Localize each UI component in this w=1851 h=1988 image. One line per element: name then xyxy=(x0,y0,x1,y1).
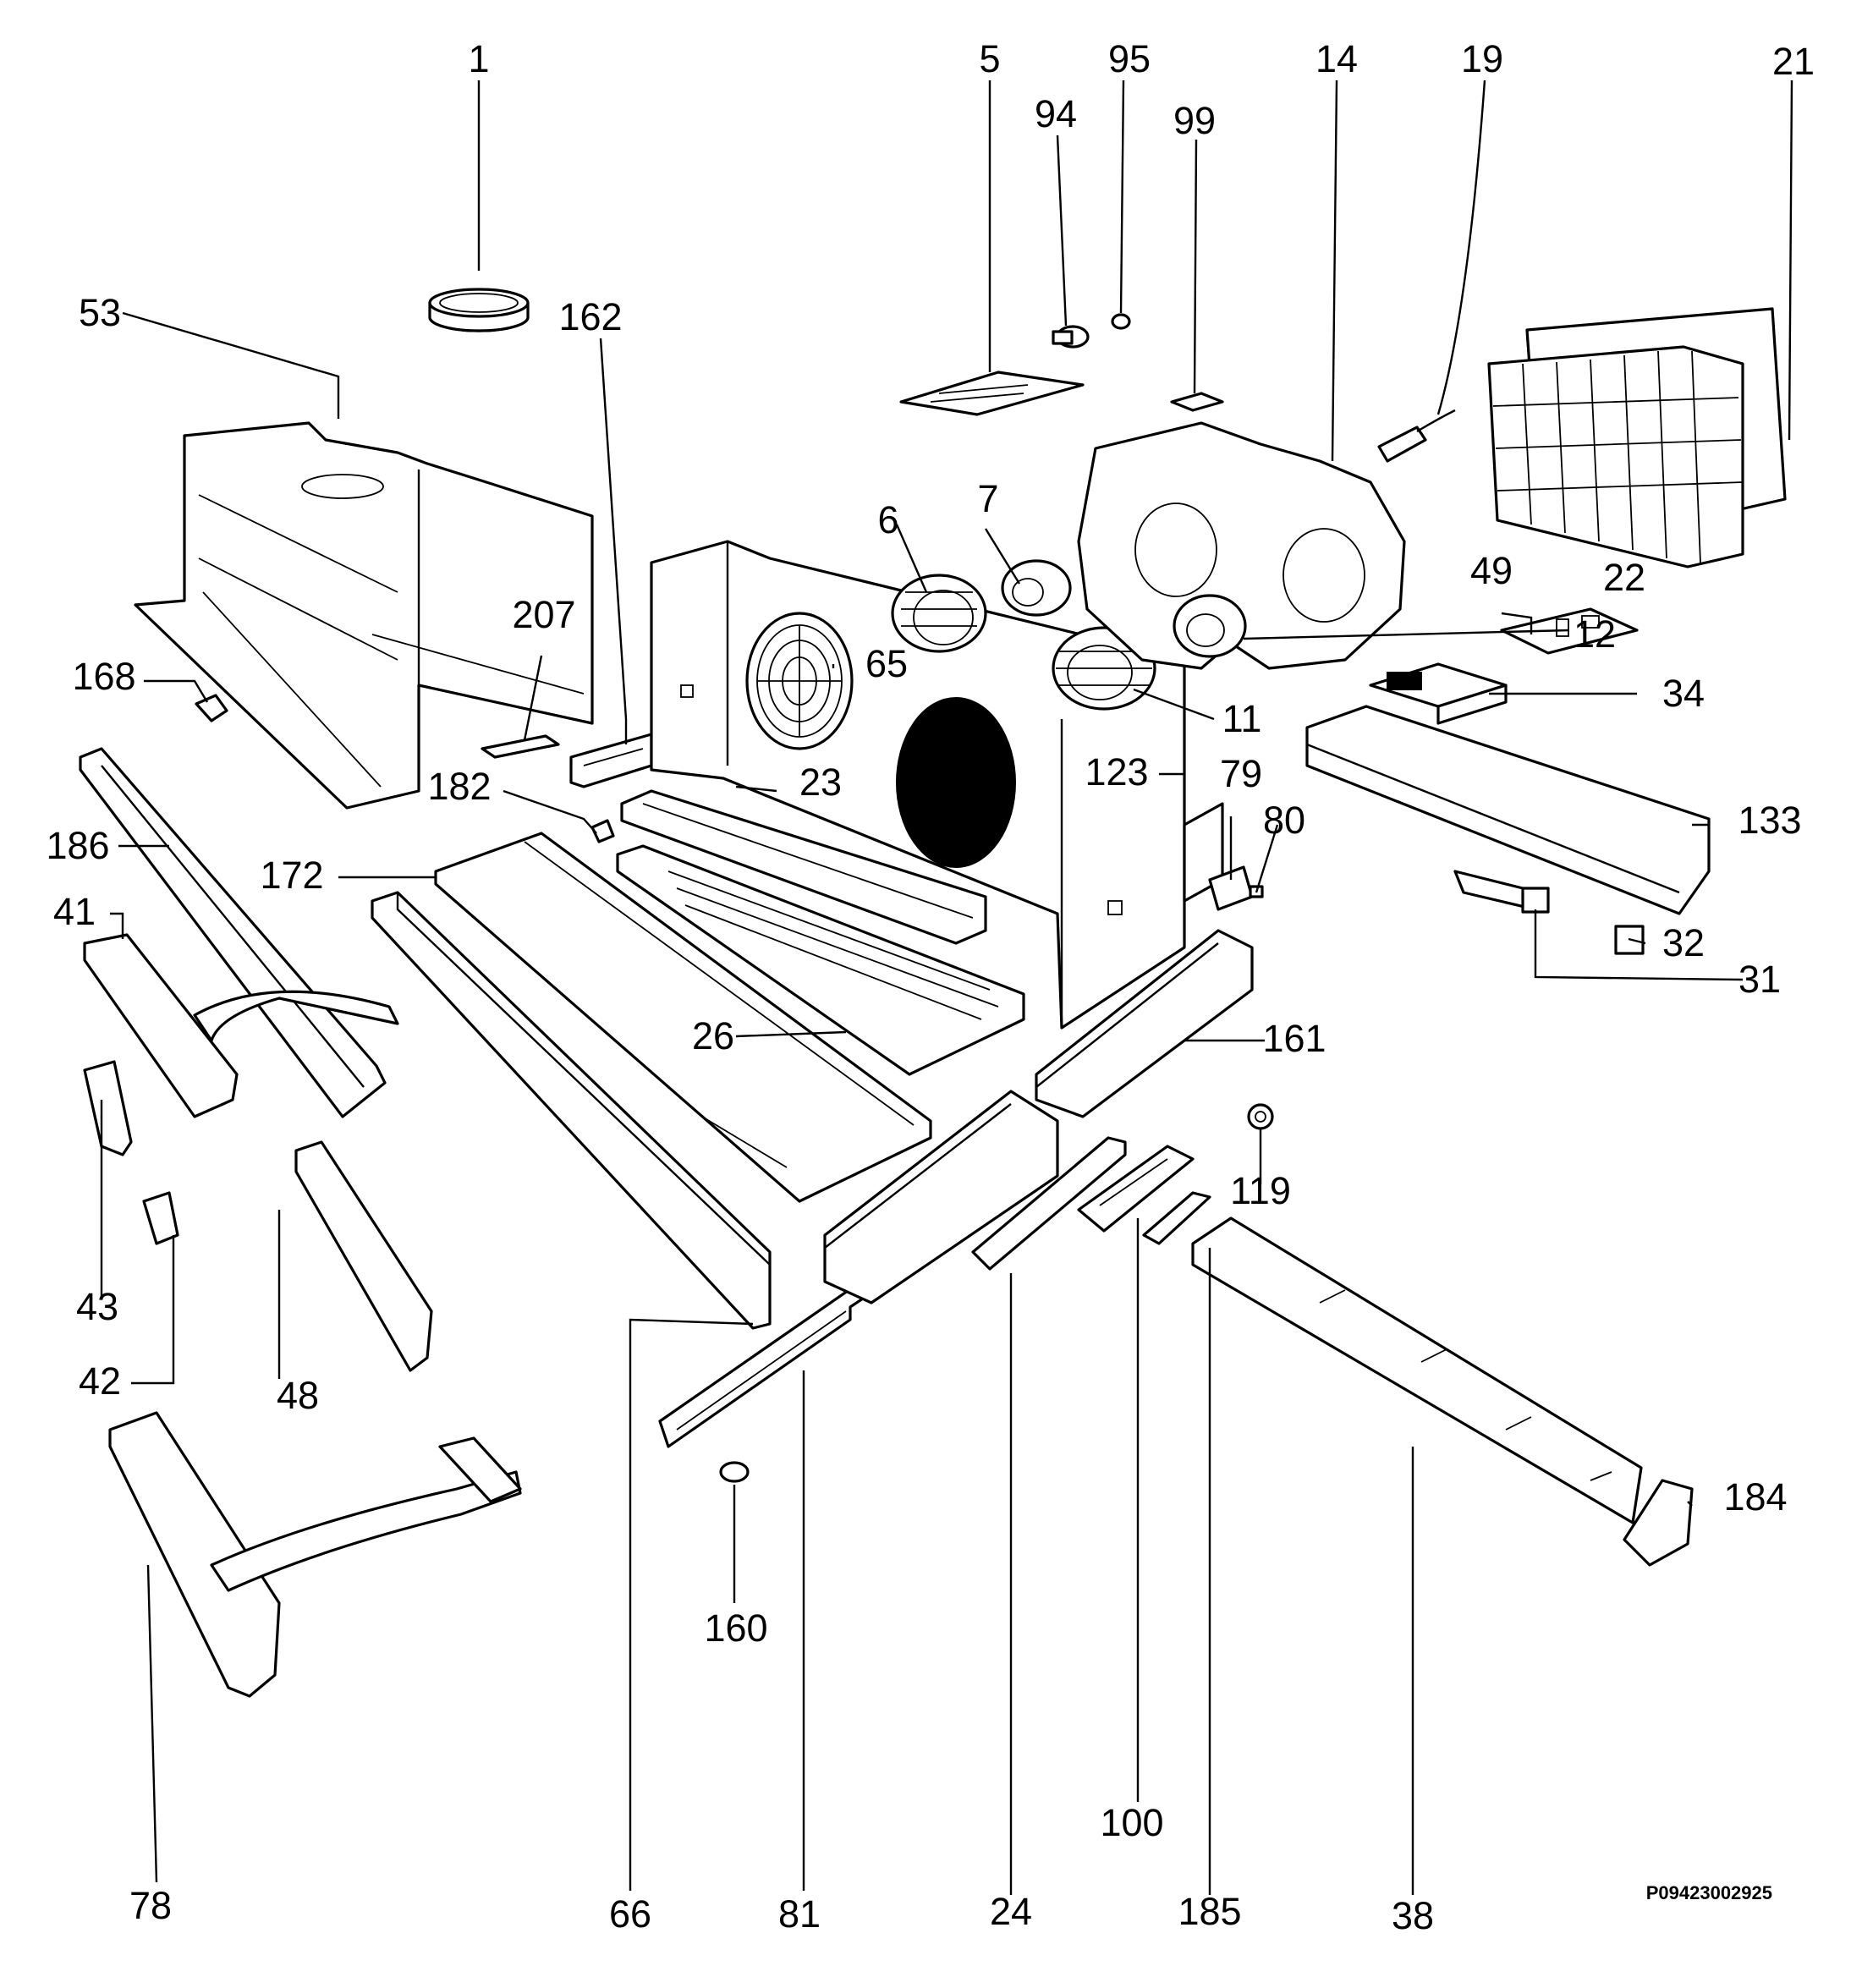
part-26-perforated-plate xyxy=(616,844,1025,1076)
part-6-fan-wheel xyxy=(891,574,987,653)
part-41-handle-tray xyxy=(83,933,399,1118)
callout-49: 49 xyxy=(1470,549,1513,592)
part-207-strip xyxy=(481,734,560,759)
callout-7: 7 xyxy=(977,477,998,520)
callout-43: 43 xyxy=(76,1285,118,1328)
callout-186: 186 xyxy=(46,824,109,867)
callout-123: 123 xyxy=(1085,750,1148,794)
part-19-lamp xyxy=(1377,409,1456,463)
part-24-strip xyxy=(971,1136,1127,1271)
part-34-control-module xyxy=(1369,662,1508,725)
callout-79: 79 xyxy=(1220,752,1262,795)
part-78-handle xyxy=(108,1411,522,1698)
part-front-profile xyxy=(823,1090,1059,1304)
part-172-long-panel xyxy=(434,832,932,1203)
part-1-collar xyxy=(428,288,530,332)
callout-23: 23 xyxy=(799,761,842,804)
leader-lines xyxy=(100,80,1793,1895)
part-184-end-cap xyxy=(1623,1479,1694,1567)
callout-162: 162 xyxy=(558,295,622,338)
part-66-profile xyxy=(371,891,772,1330)
part-94-knob xyxy=(1052,325,1090,349)
callout-94: 94 xyxy=(1035,92,1077,135)
part-53-top-housing xyxy=(134,421,594,810)
callout-95: 95 xyxy=(1108,37,1151,80)
part-185-clip xyxy=(1142,1191,1211,1245)
callout-26: 26 xyxy=(692,1014,734,1057)
part-160-foot xyxy=(719,1461,750,1483)
part-65-fan-grille xyxy=(745,612,854,750)
part-31-switch xyxy=(1453,870,1550,914)
callout-41: 41 xyxy=(53,890,96,933)
callout-12: 12 xyxy=(1574,612,1616,656)
callout-133: 133 xyxy=(1738,799,1801,842)
part-43-clip xyxy=(83,1060,133,1156)
callout-14: 14 xyxy=(1315,37,1358,80)
callout-6: 6 xyxy=(877,498,898,541)
callout-119: 119 xyxy=(1230,1169,1291,1212)
part-95-ring xyxy=(1111,313,1131,330)
callout-31: 31 xyxy=(1738,958,1781,1001)
callout-168: 168 xyxy=(72,655,135,698)
callout-80: 80 xyxy=(1263,799,1305,842)
callout-78: 78 xyxy=(129,1884,172,1927)
callout-100: 100 xyxy=(1100,1801,1163,1844)
callout-5: 5 xyxy=(979,37,1000,80)
callout-66: 66 xyxy=(609,1892,651,1936)
part-133-control-panel xyxy=(1305,705,1711,915)
part-38-glass-visor xyxy=(1191,1216,1643,1524)
callout-22: 22 xyxy=(1603,556,1645,599)
callout-65: 65 xyxy=(865,642,908,685)
part-182-clip xyxy=(590,819,615,843)
document-id: P09423002925 xyxy=(1646,1882,1772,1903)
callout-11: 11 xyxy=(1222,697,1262,740)
callout-19: 19 xyxy=(1461,37,1503,80)
part-7-motor xyxy=(1001,559,1072,617)
callout-34: 34 xyxy=(1662,672,1705,715)
callout-160: 160 xyxy=(704,1606,767,1650)
callout-42: 42 xyxy=(79,1359,121,1403)
part-162-bracket xyxy=(569,733,653,788)
part-186-rail xyxy=(79,747,387,1118)
callout-32: 32 xyxy=(1662,921,1705,964)
part-22-filter xyxy=(1487,345,1744,568)
callout-161: 161 xyxy=(1262,1017,1326,1060)
callout-184: 184 xyxy=(1723,1475,1787,1518)
part-14-blower-housing xyxy=(1077,421,1406,670)
callout-21: 21 xyxy=(1772,40,1815,83)
callout-labels: 1 5 94 95 99 14 19 21 53 162 6 7 207 65 … xyxy=(46,37,1815,1937)
part-48-perforated-strip xyxy=(294,1140,433,1372)
callout-24: 24 xyxy=(990,1890,1032,1933)
part-119-knob xyxy=(1247,1103,1274,1130)
callout-185: 185 xyxy=(1178,1890,1241,1933)
part-99-plate xyxy=(1170,392,1224,412)
callout-53: 53 xyxy=(79,291,121,334)
callout-182: 182 xyxy=(427,765,491,808)
part-23-panel xyxy=(620,789,987,945)
callout-172: 172 xyxy=(260,854,323,897)
callout-81: 81 xyxy=(778,1892,821,1936)
part-161-profile xyxy=(1035,929,1254,1118)
callout-99: 99 xyxy=(1173,99,1216,142)
part-42-clip xyxy=(142,1191,179,1245)
part-12-motor xyxy=(1173,594,1247,658)
part-168-clip xyxy=(195,694,228,722)
part-5-cover-plate xyxy=(899,371,1085,416)
callout-1: 1 xyxy=(468,37,489,80)
callout-207: 207 xyxy=(512,593,575,636)
part-100-bracket xyxy=(1077,1145,1195,1233)
callout-38: 38 xyxy=(1392,1894,1434,1937)
callout-48: 48 xyxy=(277,1374,319,1417)
